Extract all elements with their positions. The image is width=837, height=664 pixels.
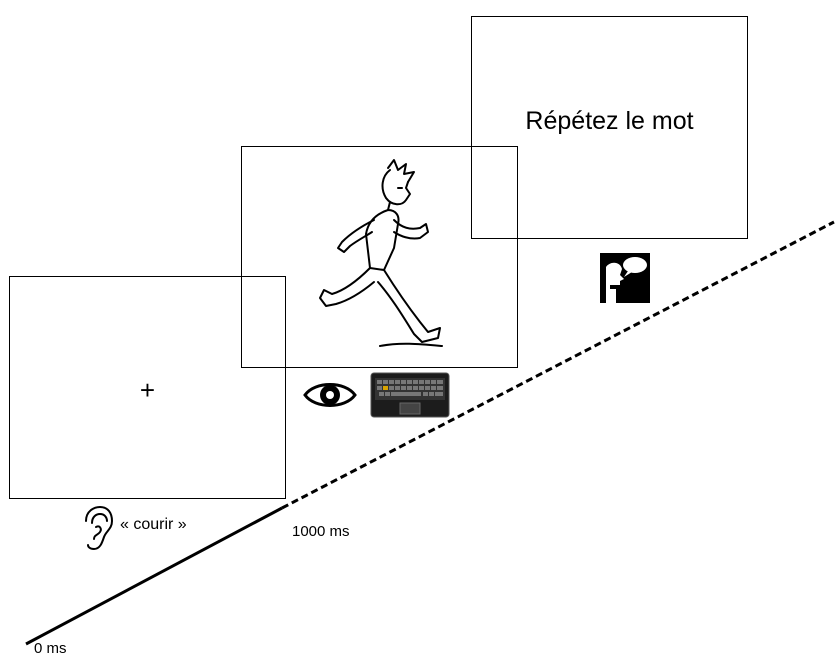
picture-screen [241, 146, 518, 368]
time-mid-label: 1000 ms [292, 523, 350, 540]
response-instruction: Répétez le mot [525, 107, 694, 135]
fixation-cross: + [139, 375, 156, 405]
running-man-drawing [319, 159, 443, 347]
time-start-label: 0 ms [34, 640, 67, 657]
spoken-word: « courir » [120, 516, 187, 533]
speaking-head-icon [600, 253, 650, 303]
keyboard-icon [370, 372, 450, 418]
ear-icon [85, 505, 114, 551]
fixation-screen: + [9, 276, 286, 499]
eye-icon [303, 383, 357, 407]
